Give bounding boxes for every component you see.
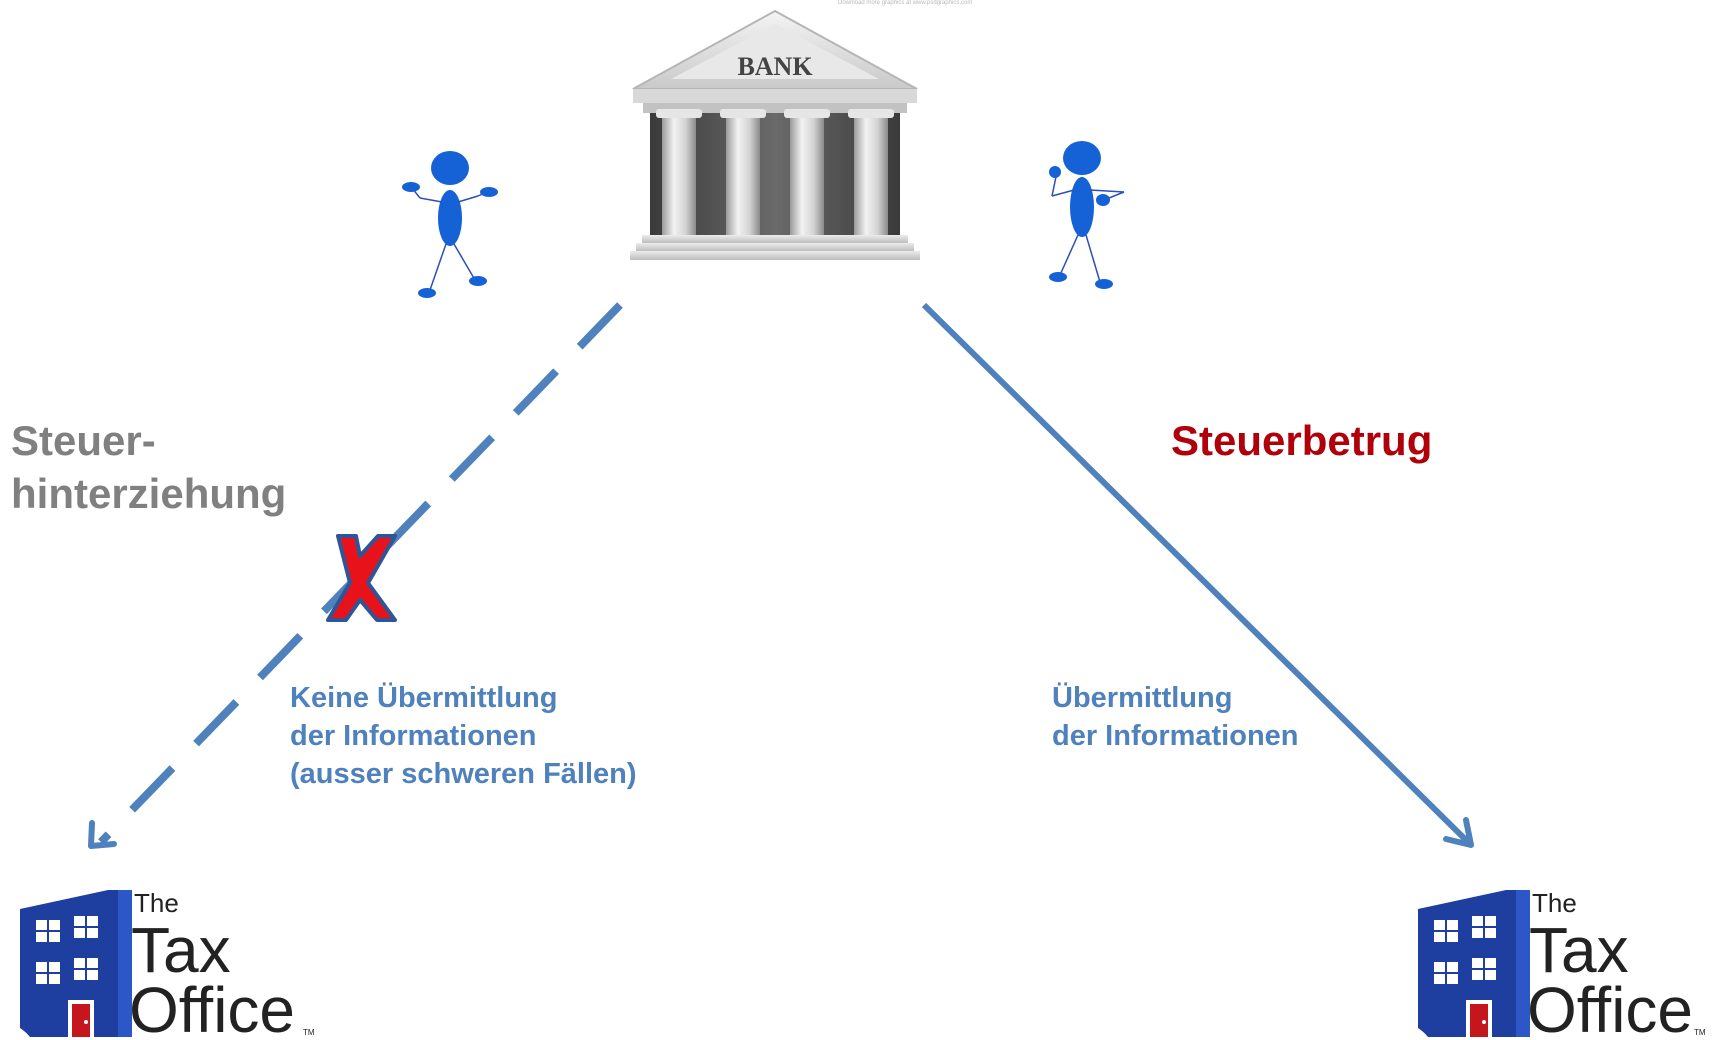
right-note-line1: Übermittlung: [1052, 682, 1233, 714]
bank-watermark: Download more graphics at www.psdgraphic…: [838, 0, 973, 6]
right-heading: Steuerbetrug: [1171, 417, 1433, 464]
left-note-line1: Keine Übermittlung: [290, 682, 558, 714]
tax-office-logo-icon: The Tax Office TM: [20, 888, 315, 1040]
right-note-line2: der Informationen: [1052, 720, 1299, 752]
tax-office-logo-trademark: TM: [1694, 1028, 1706, 1037]
left-heading: Steuer- hinterziehung: [11, 414, 286, 520]
tax-office-logo-icon: The Tax Office TM: [1418, 888, 1706, 1040]
tax-office-logo-trademark: TM: [303, 1028, 315, 1037]
right-note: Übermittlung der Informationen: [1052, 679, 1299, 755]
bank-building-icon: BANK: [630, 9, 920, 260]
tax-office-logo-line1: The: [1532, 888, 1577, 918]
tax-office-logo-line2: Tax: [131, 914, 231, 986]
left-heading-line1: Steuer-: [11, 417, 156, 464]
tax-office-logo-line3: Office: [129, 974, 295, 1040]
x-mark-icon: [326, 534, 397, 622]
stick-figure-icon: [402, 151, 498, 298]
bank-sign: BANK: [737, 52, 813, 81]
tax-office-logo-line1: The: [134, 888, 179, 918]
tax-office-logo-line2: Tax: [1529, 914, 1629, 986]
left-heading-line2: hinterziehung: [11, 470, 287, 517]
left-note-line3: (ausser schweren Fällen): [290, 758, 637, 790]
left-note-line2: der Informationen: [290, 720, 537, 752]
solid-arrow-transfer: [921, 302, 1474, 848]
stick-figure-icon: [1049, 141, 1125, 289]
left-note: Keine Übermittlung der Informationen (au…: [290, 679, 637, 793]
tax-office-logo-line3: Office: [1527, 974, 1693, 1040]
